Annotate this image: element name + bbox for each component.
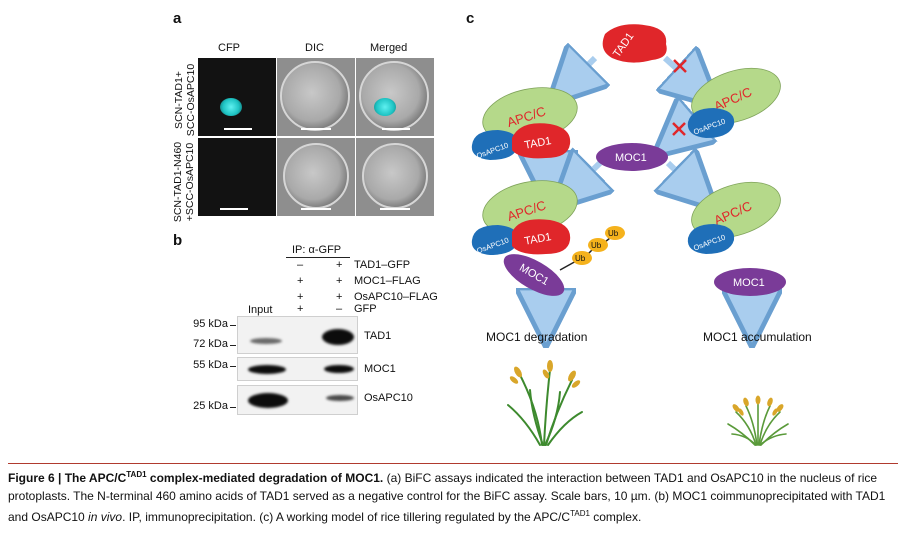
apcc-complex-4 (691, 181, 781, 239)
sign-col1-row4: + (297, 303, 304, 315)
blot-osapc10 (237, 385, 358, 415)
tad1-protein-top (602, 24, 667, 63)
row-label-osapc10-flag: OsAPC10–FLAG (354, 291, 438, 303)
ip-header-underline (286, 257, 350, 258)
scale-bar (382, 128, 410, 130)
row-label-tad1-n460: SCN-TAD1-N460 +SCC-OsAPC10 (172, 141, 196, 223)
column-label-merged: Merged (370, 42, 408, 54)
osapc10-4 (687, 224, 735, 254)
osapc10-3 (471, 225, 519, 255)
cross-icon-tad1-blocked (673, 59, 687, 73)
tad1-protein-3 (512, 219, 571, 255)
ub-label-1: Ub (575, 254, 586, 263)
outcome-accumulation-label: MOC1 accumulation (703, 330, 812, 344)
marker-55kda: 55 kDa (193, 359, 228, 371)
blot-label-moc1: MOC1 (364, 363, 396, 375)
row-label-gfp: GFP (354, 303, 377, 315)
caption-text-part1: (a) BiFC assays indicated the interactio… (8, 471, 886, 524)
arrow-tad1-to-apcc-left (568, 58, 595, 85)
column-label-input: Input (248, 304, 273, 316)
caption-text-part3: complex. (589, 510, 642, 524)
ub-label-3: Ub (608, 229, 619, 238)
sign-col2-row1: + (336, 259, 343, 271)
rice-panicle-icons-right (732, 395, 784, 416)
osapc10-2 (687, 108, 735, 138)
figure-caption: Figure 6 | The APC/CTAD1 complex-mediate… (8, 463, 898, 526)
sign-col1-row1: – (297, 259, 304, 271)
merged-nucleus-signal (374, 98, 396, 116)
outcome-degradation-label: MOC1 degradation (486, 330, 587, 344)
row-label-tad1-gfp: TAD1–GFP (354, 259, 411, 271)
cfp-image-row2 (198, 138, 276, 216)
rice-plant-few-tillers-icon (507, 369, 583, 446)
dic-image-row2 (277, 138, 355, 216)
scale-bar (220, 208, 248, 210)
scale-bar (301, 208, 331, 210)
marker-25kda: 25 kDa (193, 400, 228, 412)
working-model-diagram: TAD1 APC/C OsAPC10 TAD1 APC/C OsAPC10 MO… (471, 24, 812, 446)
moc1-protein-middle (596, 143, 668, 171)
ub-label-2: Ub (591, 241, 602, 250)
moc1-label-free: MOC1 (733, 277, 765, 289)
blot-moc1 (237, 357, 358, 381)
panel-a-letter: a (173, 10, 182, 27)
column-label-cfp: CFP (218, 42, 240, 54)
sign-col1-row3: + (297, 291, 304, 303)
sign-col2-row3: + (336, 291, 343, 303)
panel-b-letter: b (173, 232, 183, 249)
cross-icon-moc1-blocked (672, 122, 686, 136)
blot-label-osapc10: OsAPC10 (364, 392, 413, 404)
cfp-image-row1 (198, 58, 276, 136)
marker-72kda: 72 kDa (193, 338, 228, 350)
cfp-nucleus-signal (220, 98, 242, 116)
caption-in-vivo: in vivo (88, 510, 123, 524)
scale-bar (301, 128, 331, 130)
arrow-moc1-to-right-complex (668, 163, 696, 190)
row-label-tad1-full: SCN-TAD1+ SCC-OsAPC10 (173, 63, 197, 137)
ub-icon-1 (572, 251, 592, 265)
row-label-moc1-flag: MOC1–FLAG (354, 275, 421, 287)
ub-icon-2 (588, 238, 608, 252)
tad1-protein-1 (512, 123, 571, 159)
rice-plant-many-tillers-icon (727, 403, 789, 446)
caption-text-part2: . IP, immunoprecipitation. (c) A working… (122, 510, 571, 524)
tad1-label-3: TAD1 (523, 231, 552, 248)
blot-tad1 (237, 316, 358, 354)
moc1-protein-free (714, 268, 786, 296)
sign-col1-row2: + (297, 275, 304, 287)
blot-label-tad1: TAD1 (364, 330, 392, 342)
dic-image-row1 (277, 58, 355, 136)
ip-header: IP: α-GFP (292, 244, 342, 256)
moc1-protein-bound (503, 254, 565, 296)
osapc10-1 (471, 130, 519, 160)
column-label-dic: DIC (305, 42, 324, 54)
scale-bar (380, 208, 410, 210)
merged-image-row1 (356, 58, 434, 136)
arrow-tad1-to-apcc-right (665, 58, 698, 88)
sign-col2-row2: + (336, 275, 343, 287)
moc1-label-middle: MOC1 (615, 152, 647, 164)
marker-95kda: 95 kDa (193, 318, 228, 330)
arrow-moc1-to-left-complex (572, 163, 600, 190)
merged-image-row2 (356, 138, 434, 216)
ub-icon-3 (605, 226, 625, 240)
rice-panicle-icons-left (509, 360, 581, 388)
scale-bar (224, 128, 252, 130)
caption-title: Figure 6 | The APC/CTAD1 complex-mediate… (8, 470, 384, 485)
sign-col2-row4: – (336, 303, 343, 315)
panel-c-letter: c (466, 10, 475, 27)
tad1-label-1: TAD1 (523, 135, 552, 152)
